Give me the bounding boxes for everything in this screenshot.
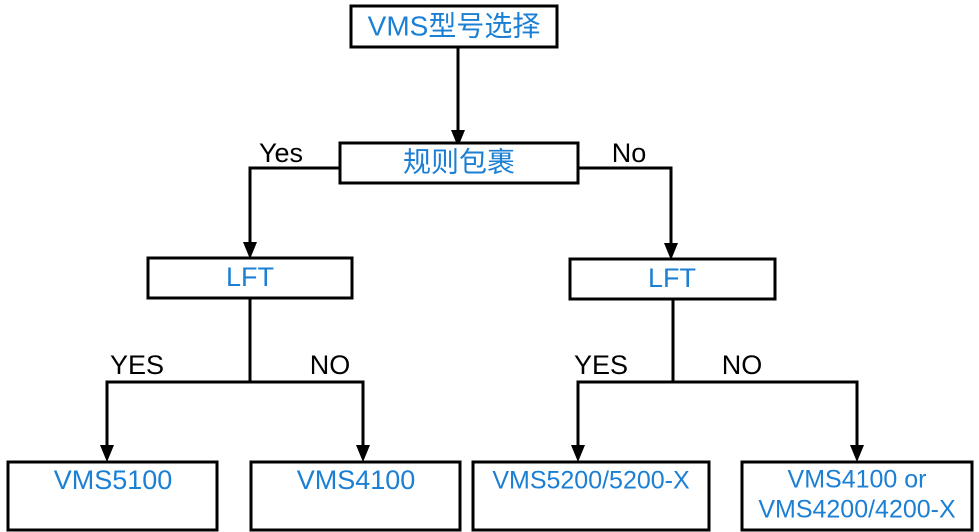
edge-label-right-lft-yes: YES [574, 350, 628, 380]
node-label: VMS5100 [54, 465, 173, 495]
arrow-head-icon [243, 242, 257, 259]
node-label: LFT [648, 263, 696, 293]
node-result-vms4100-or-4200[interactable]: VMS4100 or VMS4200/4200-X [740, 460, 974, 532]
node-box [471, 460, 711, 532]
node-lft-left[interactable]: LFT [146, 256, 354, 300]
node-label: VMS5200/5200-X [492, 467, 690, 495]
edge-line [576, 299, 675, 450]
node-lft-right[interactable]: LFT [568, 257, 777, 301]
node-label: 规则包裹 [403, 146, 515, 177]
node-label-line1: VMS4100 or [788, 466, 927, 494]
arrow-head-icon [451, 130, 465, 147]
arrow-head-icon [571, 445, 585, 462]
edge-label-right-lft-no: NO [722, 350, 763, 380]
edge-line [673, 380, 859, 450]
edge-line [250, 380, 365, 450]
edge-line [578, 166, 673, 248]
edge-label-rule-yes: Yes [259, 138, 303, 168]
edge-right-lft-yes-to-vms5200 [571, 299, 675, 462]
node-vms-model-selection[interactable]: VMS型号选择 [349, 4, 559, 49]
node-box [249, 460, 462, 532]
edge-root-to-decision [451, 47, 465, 147]
node-result-vms4100[interactable]: VMS4100 [249, 460, 462, 532]
edge-label-left-lft-yes: YES [110, 350, 164, 380]
edge-label-left-lft-no: NO [310, 350, 351, 380]
edge-label-rule-no: No [612, 138, 647, 168]
edge-decision-no-to-right-lft [578, 166, 678, 260]
node-box [6, 460, 219, 532]
node-result-vms5200[interactable]: VMS5200/5200-X [471, 460, 711, 532]
node-label: VMS4100 [297, 465, 416, 495]
node-box [338, 141, 580, 185]
node-label-line2: VMS4200/4200-X [758, 496, 956, 524]
node-box [349, 4, 559, 49]
arrow-head-icon [664, 243, 678, 260]
node-box [740, 460, 974, 532]
node-box [146, 256, 354, 300]
node-box [568, 257, 777, 301]
arrow-head-icon [850, 445, 864, 462]
arrow-head-icon [356, 445, 370, 462]
edge-decision-yes-to-left-lft [243, 166, 340, 259]
node-label: LFT [226, 262, 274, 292]
edge-left-lft-yes-to-vms5100 [100, 298, 252, 462]
node-label: VMS型号选择 [368, 10, 541, 41]
node-result-vms5100[interactable]: VMS5100 [6, 460, 219, 532]
arrow-head-icon [100, 445, 114, 462]
node-rule-package[interactable]: 规则包裹 [338, 141, 580, 185]
edge-left-lft-no-to-vms4100 [250, 380, 370, 462]
edge-right-lft-no-to-vms4100-or-4200 [673, 380, 864, 462]
edge-line [105, 298, 252, 450]
edge-line [248, 166, 340, 247]
